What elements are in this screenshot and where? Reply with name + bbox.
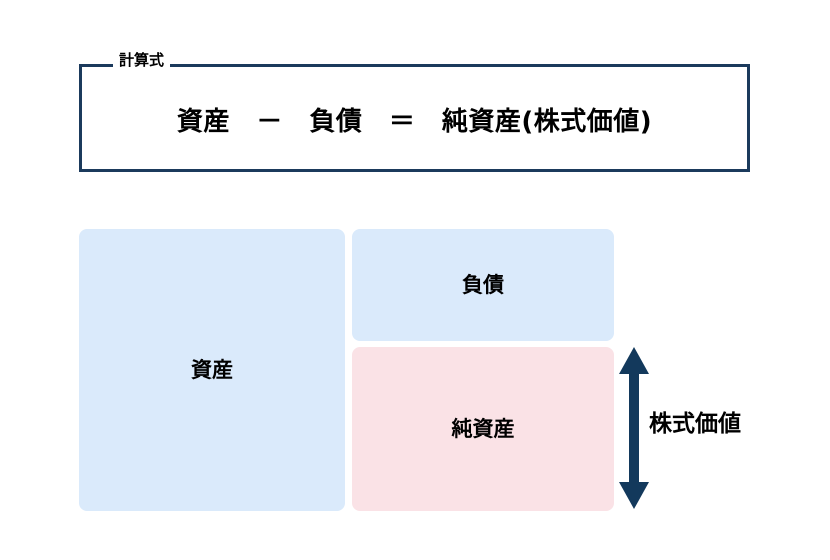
net-assets-box: 純資産 [352, 347, 614, 511]
assets-box-label: 資産 [191, 357, 233, 382]
formula-panel-legend: 計算式 [113, 53, 171, 68]
equity-value-label: 株式価値 [649, 411, 741, 437]
assets-box: 資産 [79, 229, 345, 511]
liabilities-box: 負債 [352, 229, 614, 341]
double-headed-vertical-arrow-icon [619, 347, 649, 509]
formula-expression: 資産 － 負債 ＝ 純資産(株式価値) [176, 107, 653, 137]
liabilities-box-label: 負債 [462, 272, 504, 297]
net-assets-box-label: 純資産 [451, 416, 515, 441]
formula-panel: 計算式 資産 － 負債 ＝ 純資産(株式価値) [79, 53, 750, 172]
